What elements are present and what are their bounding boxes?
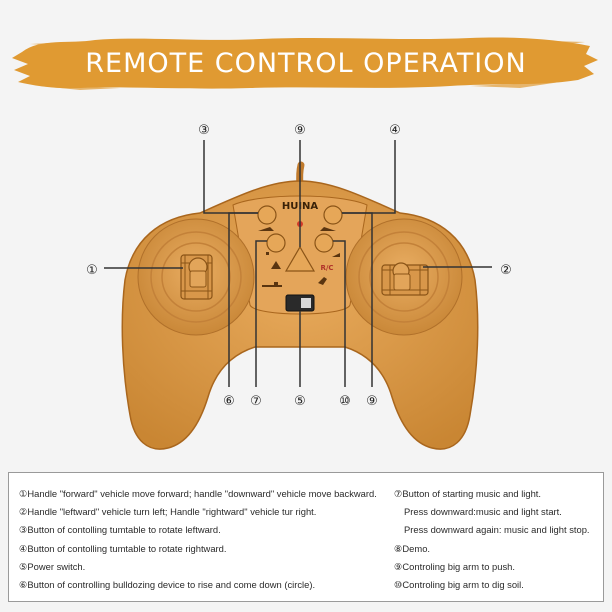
callout-2: ② bbox=[500, 263, 512, 278]
rc-label: R/C bbox=[320, 264, 333, 272]
button-8-demo[interactable] bbox=[284, 245, 316, 272]
callout-5: ⑤ bbox=[294, 394, 306, 409]
callout-4: ④ bbox=[389, 123, 401, 138]
callout-6: ⑥ bbox=[223, 394, 235, 409]
callout-lines bbox=[104, 140, 492, 387]
excavator-icon bbox=[262, 277, 327, 287]
legend-item: ⑨Controling big arm to push. bbox=[394, 560, 515, 572]
callout-7: ⑦ bbox=[250, 394, 262, 409]
button-10-dig[interactable] bbox=[314, 233, 340, 257]
power-switch[interactable] bbox=[285, 294, 315, 312]
legend-item: ②Handle "leftward" vehicle turn left; Ha… bbox=[19, 506, 317, 518]
legend-item: ⑧Demo. bbox=[394, 542, 431, 554]
brush-stroke bbox=[12, 37, 598, 89]
legend-left-column: ①Handle "forward" vehicle move forward; … bbox=[19, 485, 399, 594]
controller-diagram: HUINA R/C ① ② ③ ④ bbox=[86, 123, 512, 450]
legend-item: ⑥Button of controlling bulldozing device… bbox=[19, 578, 316, 590]
legend-item: Press downward again: music and light st… bbox=[404, 524, 590, 536]
callout-9-bottom: ⑨ bbox=[366, 394, 378, 409]
right-joystick[interactable] bbox=[381, 262, 429, 296]
legend-item: ⑦Button of starting music and light. bbox=[394, 488, 542, 499]
left-joystick[interactable] bbox=[180, 254, 213, 300]
legend-item: ①Handle "forward" vehicle move forward; … bbox=[19, 488, 377, 499]
button-4-rotate-right[interactable] bbox=[320, 205, 343, 231]
callout-3: ③ bbox=[198, 123, 210, 138]
callout-9-top: ⑨ bbox=[294, 123, 306, 138]
legend-item: Press downward:music and light start. bbox=[404, 506, 562, 518]
callout-10: ⑩ bbox=[339, 394, 351, 409]
legend-item: ③Button of contolling tumtable to rotate… bbox=[19, 524, 221, 536]
button-6-bulldozer[interactable] bbox=[259, 233, 286, 255]
title-banner bbox=[12, 37, 598, 90]
legend-item: ⑤Power switch. bbox=[19, 560, 86, 572]
warning-icon bbox=[271, 261, 281, 269]
callout-1: ① bbox=[86, 263, 98, 278]
legend-item: ④Button of contolling tumtable to rotate… bbox=[19, 542, 227, 554]
legend-item: ⑩Controling big arm to dig soil. bbox=[394, 578, 524, 590]
page-title: REMOTE CONTROL OPERATION bbox=[85, 48, 527, 79]
button-3-rotate-left[interactable] bbox=[257, 205, 277, 231]
legend-box: ①Handle "forward" vehicle move forward; … bbox=[8, 472, 604, 602]
legend-right-column: ⑦Button of starting music and light. Pre… bbox=[394, 485, 599, 594]
